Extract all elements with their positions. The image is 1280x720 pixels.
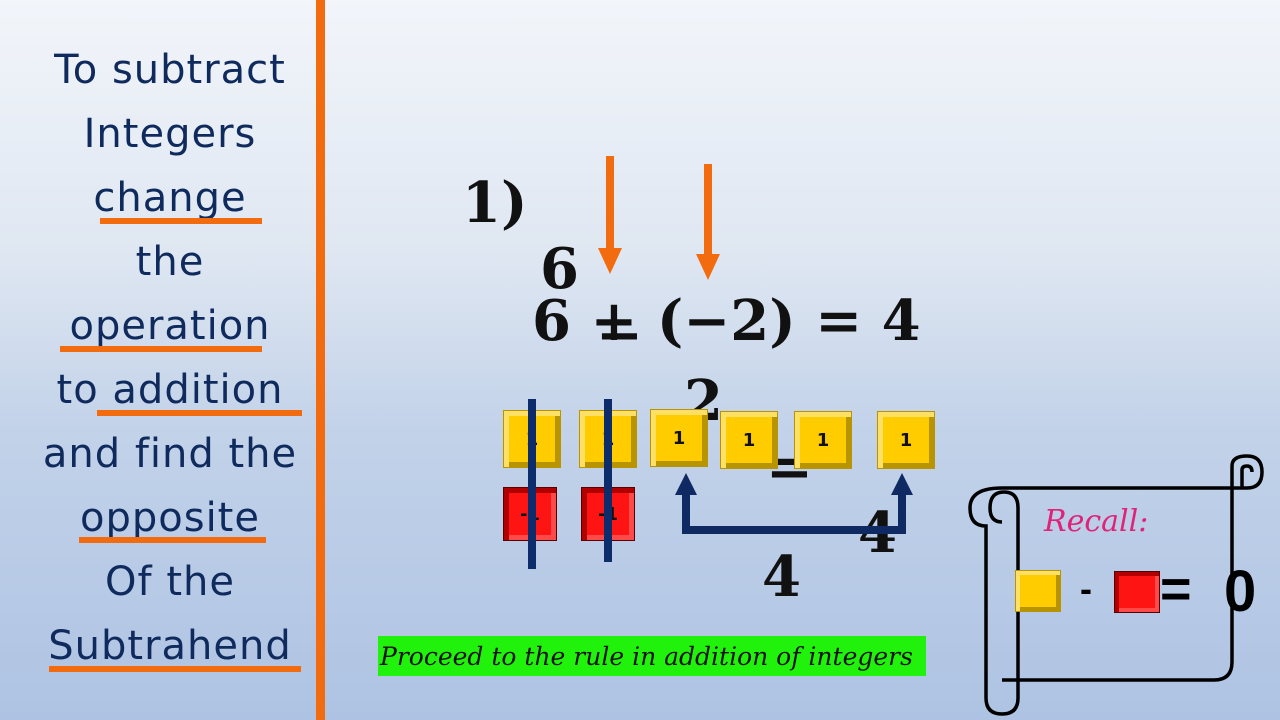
recall-equals: = bbox=[1160, 559, 1192, 619]
rule-panel: To subtract Integers change the operatio… bbox=[0, 0, 320, 720]
positive-tile: 1 bbox=[794, 411, 852, 469]
positive-tile: 1 bbox=[650, 409, 708, 467]
negative-tile-icon bbox=[1114, 571, 1160, 613]
bracket-left bbox=[682, 494, 690, 532]
rule-text: To subtract bbox=[54, 47, 286, 93]
minuend: 6 bbox=[540, 236, 579, 302]
rule-line-10: Subtrahend bbox=[0, 626, 340, 666]
recall-title: Recall: bbox=[1044, 504, 1149, 539]
zero-pair-cancel-line bbox=[528, 399, 536, 569]
orange-divider bbox=[316, 0, 325, 720]
rule-line-9: Of the bbox=[0, 562, 340, 602]
rule-text: Of the bbox=[105, 559, 235, 605]
rule-keyword-change: change bbox=[93, 175, 247, 221]
underline-addition bbox=[97, 410, 302, 416]
recall-result: 0 bbox=[1224, 559, 1257, 624]
proceed-banner: Proceed to the rule in addition of integ… bbox=[378, 636, 926, 676]
scroll-icon bbox=[968, 454, 1264, 716]
rule-keyword-addition: addition bbox=[112, 367, 284, 413]
bracket-base bbox=[682, 526, 906, 534]
arrow-down-icon bbox=[696, 164, 720, 280]
remaining-count: 4 bbox=[762, 544, 801, 610]
rule-keyword-opposite: opposite bbox=[80, 495, 260, 541]
rule-text: to bbox=[56, 367, 113, 413]
rule-keyword-operation: operation bbox=[69, 303, 271, 349]
zero-pair-cancel-line bbox=[604, 399, 612, 562]
positive-tile-icon bbox=[1015, 570, 1061, 612]
banner-text: Proceed to the rule in addition of integ… bbox=[380, 641, 913, 671]
arrow-up-icon bbox=[891, 473, 913, 495]
underline-opposite bbox=[79, 537, 266, 543]
recall-scroll bbox=[962, 452, 1280, 720]
minus-operator: − bbox=[596, 302, 643, 368]
positive-tile: 1 bbox=[877, 411, 935, 469]
rule-line-8: opposite bbox=[0, 498, 340, 538]
rule-line-1: To subtract bbox=[0, 50, 340, 90]
underline-operation bbox=[60, 346, 262, 352]
arrow-up-icon bbox=[675, 473, 697, 495]
rule-line-3: change bbox=[0, 178, 340, 218]
rule-text: the bbox=[135, 239, 205, 285]
positive-tile: 1 bbox=[720, 411, 778, 469]
rule-line-7: and find the bbox=[0, 434, 340, 474]
rewritten-equation: 6 + (−2) = 4 bbox=[532, 288, 921, 354]
underline-change bbox=[100, 218, 262, 224]
rule-text: and find the bbox=[42, 431, 298, 477]
bracket-right bbox=[898, 494, 906, 532]
rule-line-6: to addition bbox=[0, 370, 340, 410]
rule-text: Integers bbox=[83, 111, 257, 157]
rule-line-4: the bbox=[0, 242, 340, 282]
rule-line-5: operation bbox=[0, 306, 340, 346]
arrow-down-icon bbox=[598, 156, 622, 274]
rule-line-2: Integers bbox=[0, 114, 340, 154]
original-equation: 1) 6 − 2 = 4 bbox=[0, 104, 1280, 566]
underline-subtrahend bbox=[49, 666, 301, 672]
recall-minus: - bbox=[1080, 568, 1092, 609]
problem-number: 1) bbox=[462, 170, 528, 236]
rule-keyword-subtrahend: Subtrahend bbox=[48, 623, 292, 669]
